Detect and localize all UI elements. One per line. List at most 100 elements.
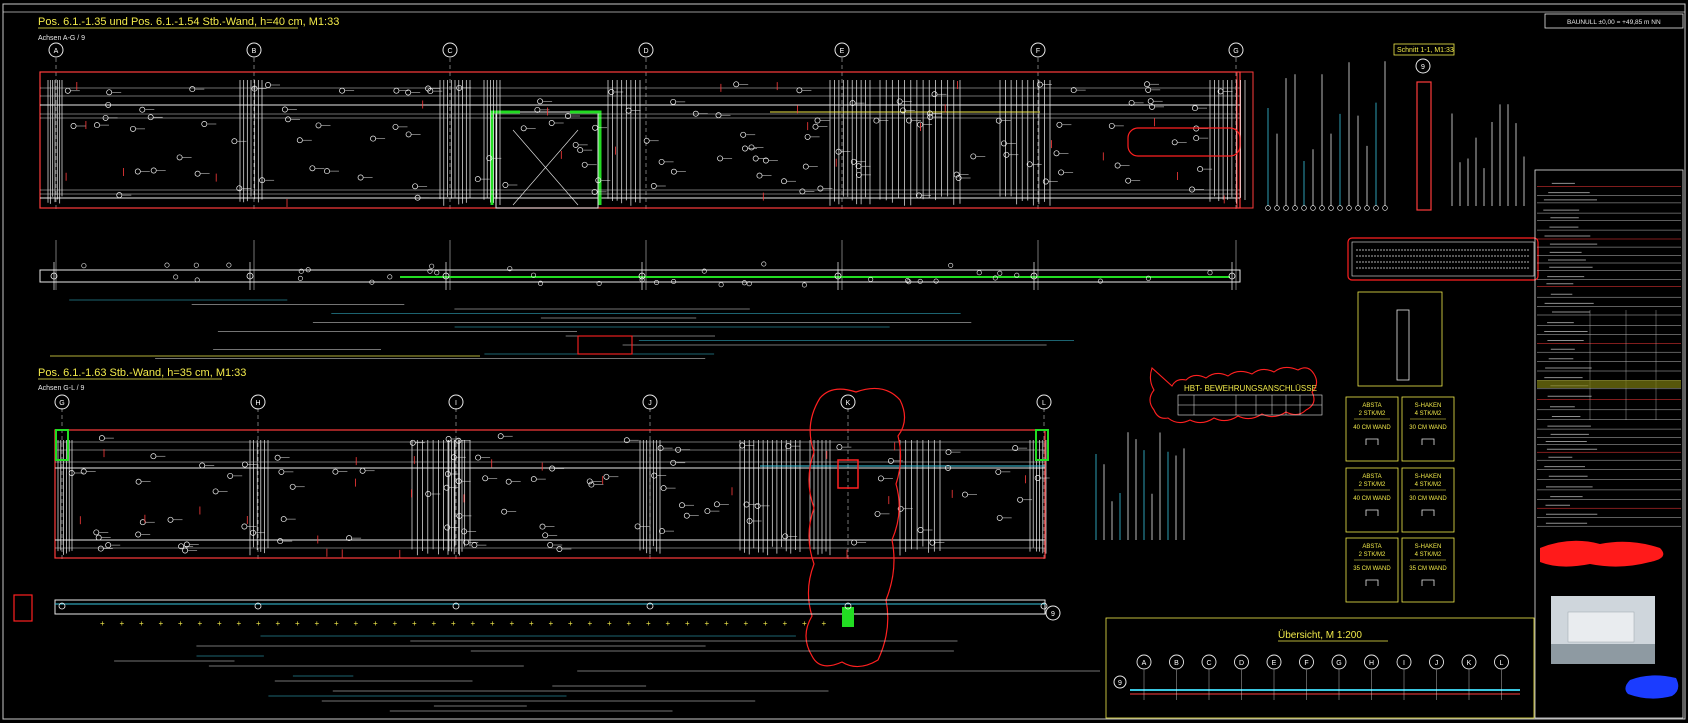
plan-dowel-mark: + bbox=[451, 619, 456, 628]
wall-2-plan-marks: ++++++++++++++++++++++++++++++++++++++ bbox=[58, 602, 1048, 628]
bar-mark-circle bbox=[608, 89, 615, 95]
bar-mark-circle bbox=[781, 178, 787, 185]
plan-bar-mark bbox=[906, 279, 912, 285]
bar-mark-circle bbox=[995, 117, 1002, 124]
bar-mark-circle bbox=[393, 87, 400, 94]
wall-1-elevation: Pos. 6.1.-1.35 und Pos. 6.1.-1.54 Stb.-W… bbox=[38, 16, 1254, 290]
bar-mark-circle bbox=[548, 120, 555, 126]
bar-mark-circle bbox=[64, 87, 71, 94]
bar-mark-circle bbox=[1171, 139, 1178, 146]
bar-mark-circle bbox=[474, 176, 481, 183]
bar-mark-circle bbox=[1108, 122, 1115, 129]
bar-mark-circle bbox=[591, 188, 598, 195]
bar-mark-circle bbox=[324, 168, 330, 175]
bar-mark-circle bbox=[704, 508, 711, 515]
bar-mark-circle bbox=[752, 155, 759, 162]
plan-dowel-mark: + bbox=[198, 619, 203, 628]
bar-mark-circle bbox=[927, 114, 934, 120]
bar-mark-circle bbox=[1070, 87, 1077, 94]
plan-bar-mark bbox=[596, 280, 602, 286]
axis-marker bbox=[448, 394, 464, 410]
bar-mark-circle bbox=[502, 182, 509, 188]
overview-axis-marker bbox=[1299, 654, 1314, 670]
bar-mark-circle bbox=[740, 131, 747, 138]
overview-axis-marker bbox=[1494, 654, 1509, 670]
overview-axis-marker bbox=[1364, 654, 1379, 670]
plan-bar-mark bbox=[164, 262, 170, 268]
spacing-hook-shape bbox=[1365, 579, 1379, 586]
plan-dowel-mark: + bbox=[724, 619, 729, 628]
bar-mark-circle bbox=[549, 465, 556, 472]
side-axis-label: 9 bbox=[1051, 611, 1055, 618]
axis-marker bbox=[250, 394, 266, 410]
plan-bar-mark bbox=[298, 268, 304, 274]
wall-2-dimension-lines bbox=[114, 635, 1100, 712]
bend-mark bbox=[1301, 205, 1307, 211]
plan-bar-mark bbox=[868, 276, 874, 282]
axis-marker-label: G bbox=[1233, 48, 1238, 55]
bar-mark-circle bbox=[1128, 99, 1135, 106]
bar-mark-circle bbox=[135, 478, 142, 485]
plan-bar-mark bbox=[904, 278, 910, 284]
bar-mark-circle bbox=[782, 533, 789, 540]
bar-mark-circle bbox=[95, 534, 102, 541]
plan-bar-mark bbox=[193, 262, 199, 268]
spacing-box bbox=[1345, 396, 1399, 462]
spacing-label: S-HAKEN bbox=[1415, 403, 1442, 409]
bar-mark-circle bbox=[475, 454, 482, 461]
bar-mark-circle bbox=[713, 501, 720, 508]
wall-2-green-end bbox=[1035, 429, 1049, 461]
plan-bar-mark bbox=[297, 275, 303, 281]
plan-dowel-mark: + bbox=[256, 619, 261, 628]
axis-marker-label: I bbox=[455, 400, 457, 407]
spacing-box bbox=[1345, 467, 1399, 533]
plan-dowel-mark: + bbox=[783, 619, 788, 628]
bar-mark-circle bbox=[1193, 135, 1200, 142]
overview-axis-label: K bbox=[1467, 660, 1472, 667]
spacing-wall: 30 CM WAND bbox=[1409, 425, 1447, 431]
bar-mark-circle bbox=[199, 462, 206, 469]
plan-bar-mark bbox=[369, 279, 375, 285]
plan-bar-mark bbox=[646, 602, 654, 610]
bar-mark-circle bbox=[657, 445, 664, 452]
plan-dowel-mark: + bbox=[159, 619, 164, 628]
bar-mark-circle bbox=[1017, 496, 1024, 503]
plan-bar-mark bbox=[58, 602, 66, 610]
plan-dowel-mark: + bbox=[354, 619, 359, 628]
plan-bar-mark bbox=[933, 278, 939, 284]
bar-mark-circle bbox=[970, 153, 977, 160]
bar-mark-circle bbox=[147, 114, 154, 121]
overview-axis-marker bbox=[1201, 654, 1217, 670]
bend-mark bbox=[1265, 205, 1271, 211]
spacing-label: S-HAKEN bbox=[1415, 544, 1442, 550]
plan-dowel-mark: + bbox=[685, 619, 690, 628]
plan-dowel-mark: + bbox=[627, 619, 632, 628]
plan-dowel-mark: + bbox=[295, 619, 300, 628]
bend-mark bbox=[1373, 205, 1379, 211]
bar-mark-circle bbox=[212, 488, 219, 495]
plan-bar-mark bbox=[976, 270, 982, 276]
section-axis-label: 9 bbox=[1421, 64, 1425, 71]
bar-mark-circle bbox=[70, 123, 77, 129]
overview-axis-label: C bbox=[1206, 660, 1211, 667]
bar-mark-circle bbox=[405, 131, 412, 138]
hbt-cloud bbox=[1149, 366, 1318, 424]
plan-dowel-mark: + bbox=[412, 619, 417, 628]
bar-mark-circle bbox=[953, 171, 960, 178]
red-note-text-lines bbox=[1356, 249, 1530, 269]
wall-2-markup-cloud bbox=[805, 387, 906, 668]
axis-marker-label: A bbox=[54, 48, 59, 55]
bar-mark-circle bbox=[1145, 86, 1152, 93]
bar-mark-circle bbox=[486, 155, 493, 162]
bar-mark-circle bbox=[296, 137, 303, 144]
bar-mark-circle bbox=[675, 446, 682, 453]
title-block-blue-scribble bbox=[1625, 675, 1679, 699]
plan-bar-mark bbox=[761, 261, 767, 267]
plan-dowel-mark: + bbox=[646, 619, 651, 628]
bar-mark-circle bbox=[945, 449, 952, 456]
plan-bar-mark bbox=[226, 262, 232, 268]
bar-mark-circle bbox=[105, 101, 112, 108]
